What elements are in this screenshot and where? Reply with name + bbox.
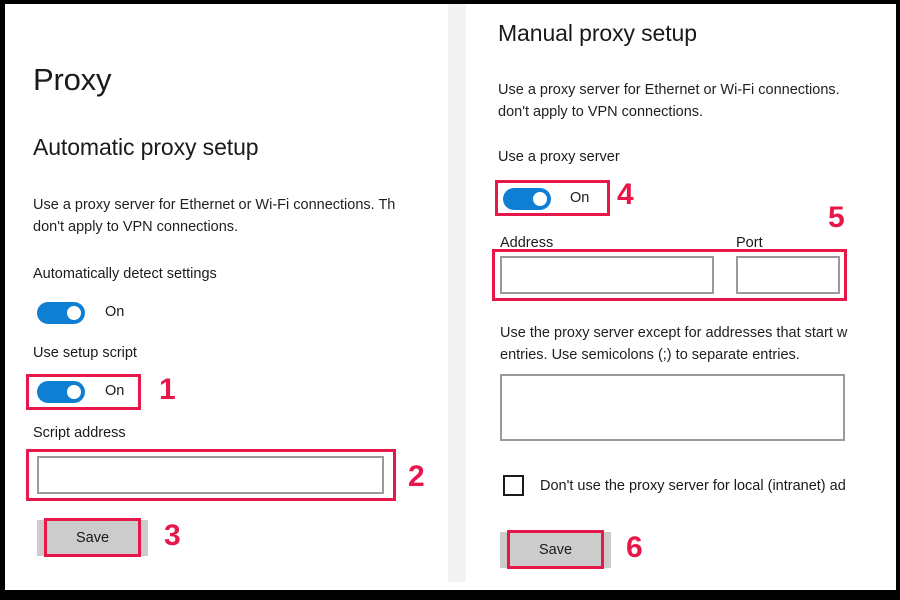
use-setup-script-label: Use setup script bbox=[33, 345, 137, 361]
automatically-detect-settings-toggle[interactable] bbox=[37, 302, 85, 324]
annotation-number-1: 1 bbox=[159, 373, 176, 406]
page-title: Proxy bbox=[33, 62, 112, 97]
bypass-local-label: Don't use the proxy server for local (in… bbox=[540, 478, 846, 494]
use-a-proxy-server-state: On bbox=[570, 190, 590, 206]
toggle-knob-icon bbox=[67, 385, 81, 399]
automatic-proxy-description-line-2: don't apply to VPN connections. bbox=[33, 219, 239, 235]
automatic-proxy-setup-heading: Automatic proxy setup bbox=[33, 134, 259, 160]
exceptions-description-line-1: Use the proxy server except for addresse… bbox=[500, 325, 848, 341]
manual-proxy-setup-heading: Manual proxy setup bbox=[498, 20, 697, 46]
use-setup-script-state: On bbox=[105, 383, 125, 399]
port-label: Port bbox=[736, 235, 763, 251]
use-a-proxy-server-label: Use a proxy server bbox=[498, 149, 620, 165]
automatically-detect-settings-label: Automatically detect settings bbox=[33, 266, 217, 282]
toggle-knob-icon bbox=[533, 192, 547, 206]
automatically-detect-settings-state: On bbox=[105, 304, 125, 320]
exceptions-textarea[interactable] bbox=[500, 374, 845, 441]
use-a-proxy-server-toggle[interactable] bbox=[503, 188, 551, 210]
exceptions-description-line-2: entries. Use semicolons (;) to separate … bbox=[500, 347, 800, 363]
automatic-proxy-description-line-1: Use a proxy server for Ethernet or Wi-Fi… bbox=[33, 197, 396, 213]
left-save-button[interactable]: Save bbox=[37, 520, 148, 556]
script-address-label: Script address bbox=[33, 425, 126, 441]
toggle-knob-icon bbox=[67, 306, 81, 320]
panel-divider bbox=[448, 4, 466, 582]
annotation-number-5: 5 bbox=[828, 201, 845, 234]
annotation-number-4: 4 bbox=[617, 178, 634, 211]
page-canvas: Proxy Automatic proxy setup Use a proxy … bbox=[5, 4, 896, 590]
right-save-button[interactable]: Save bbox=[500, 532, 611, 568]
bypass-local-checkbox[interactable] bbox=[503, 475, 524, 496]
port-input[interactable] bbox=[736, 256, 840, 294]
annotation-number-6: 6 bbox=[626, 531, 643, 564]
script-address-input[interactable] bbox=[37, 456, 384, 494]
manual-proxy-setup-panel: Manual proxy setup Use a proxy server fo… bbox=[466, 4, 896, 590]
annotation-number-3: 3 bbox=[164, 519, 181, 552]
manual-proxy-description-line-1: Use a proxy server for Ethernet or Wi-Fi… bbox=[498, 82, 840, 98]
annotation-number-2: 2 bbox=[408, 460, 425, 493]
address-label: Address bbox=[500, 235, 554, 251]
manual-proxy-description-line-2: don't apply to VPN connections. bbox=[498, 104, 704, 120]
use-setup-script-toggle[interactable] bbox=[37, 381, 85, 403]
automatic-proxy-setup-panel: Proxy Automatic proxy setup Use a proxy … bbox=[5, 4, 448, 590]
address-input[interactable] bbox=[500, 256, 714, 294]
